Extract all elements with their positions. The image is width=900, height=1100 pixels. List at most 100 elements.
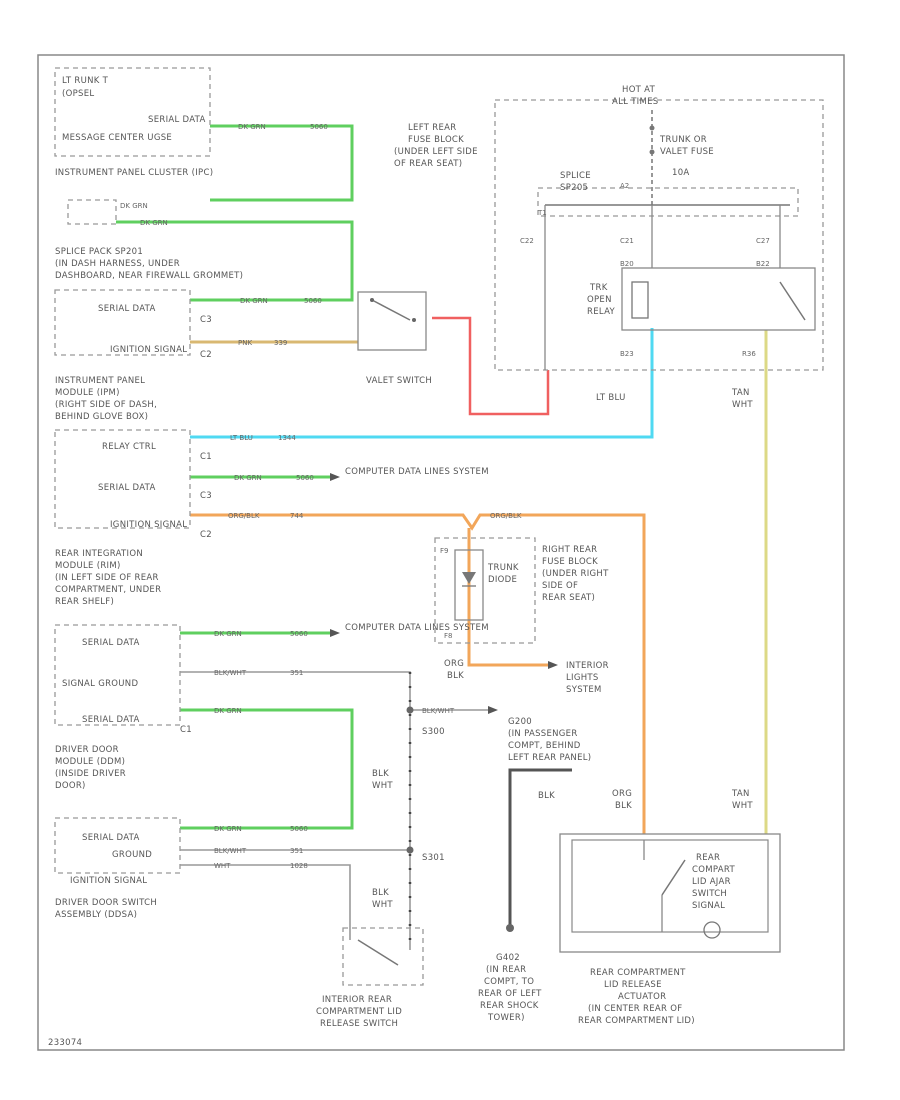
lbl-lr-fuse-1: LEFT REAR xyxy=(408,123,456,133)
wire-wht-1028 xyxy=(180,864,351,940)
wire-pink xyxy=(432,316,550,416)
lbl-lr-fuse-2: FUSE BLOCK xyxy=(408,135,464,145)
lbl-ipm-1: INSTRUMENT PANEL xyxy=(55,376,145,386)
lbl-int-release-3: RELEASE SWITCH xyxy=(320,1019,398,1029)
wl-c1028: 1028 xyxy=(290,862,308,870)
wl-c21: C21 xyxy=(620,237,634,245)
ddm-box xyxy=(54,817,181,874)
splice-pack-box xyxy=(54,289,191,356)
wire-serial-data-2 xyxy=(116,220,354,302)
lbl-actuator-5: REAR COMPARTMENT LID) xyxy=(578,1016,695,1026)
lbl-g402-1: G402 xyxy=(496,953,520,963)
wl-c27: C27 xyxy=(756,237,770,245)
wl-c5060-3: 5060 xyxy=(304,297,322,305)
wl-c5060-4: 5060 xyxy=(296,474,314,482)
lbl-ign-3: IGNITION SIGNAL xyxy=(70,876,147,886)
arrow-computer-data-1 xyxy=(330,473,340,481)
wl-c339: 339 xyxy=(274,339,287,347)
splice-s301 xyxy=(406,846,414,854)
lbl-ajar-2: COMPART xyxy=(692,865,735,875)
lbl-blk-wht-3: BLK xyxy=(372,888,389,898)
lbl-c3b: C3 xyxy=(200,491,212,501)
lbl-computer-data-2: COMPUTER DATA LINES SYSTEM xyxy=(345,623,489,633)
lbl-hot-at: HOT AT xyxy=(622,85,656,95)
lbl-trunk-fuse-3: 10A xyxy=(672,168,690,178)
lbl-tan-wht-1: TAN xyxy=(731,388,750,398)
lbl-ipm-3: (RIGHT SIDE OF DASH, xyxy=(55,400,157,410)
lbl-signal-ground: SIGNAL GROUND xyxy=(62,679,138,689)
lbl-relay-1: TRK xyxy=(589,283,608,293)
wl-dg-2: DK GRN xyxy=(120,202,148,210)
diagram-frame xyxy=(37,54,845,1051)
lbl-serial-1: SERIAL DATA xyxy=(98,304,156,314)
lbl-g200-3: COMPT, BEHIND xyxy=(508,741,581,751)
wl-c351b: 351 xyxy=(290,847,303,855)
lbl-computer-data-1: COMPUTER DATA LINES SYSTEM xyxy=(345,467,489,477)
lbl-rim-1: REAR INTEGRATION xyxy=(55,549,143,559)
lbl-ddm-4: DOOR) xyxy=(55,781,86,791)
lbl-splice-sp-1: SPLICE xyxy=(560,171,591,181)
wl-dg-4: DK GRN xyxy=(240,297,268,305)
lbl-blk-wht-2: WHT xyxy=(372,781,393,791)
lbl-ddm-2: MODULE (DDM) xyxy=(55,757,125,767)
lbl-g402-4: REAR OF LEFT xyxy=(478,989,542,999)
lbl-ddm-1: DRIVER DOOR xyxy=(55,745,119,755)
lbl-g402-3: COMPT, TO xyxy=(484,977,534,987)
wire-g402 xyxy=(508,768,572,925)
lbl-ipm-4: BEHIND GLOVE BOX) xyxy=(55,412,148,422)
lbl-g200-2: (IN PASSENGER xyxy=(508,729,578,739)
lbl-diode-2: DIODE xyxy=(488,575,517,585)
lbl-g200-1: G200 xyxy=(508,717,532,727)
lbl-splice-2: (IN DASH HARNESS, UNDER xyxy=(55,259,180,269)
wire-orange-1 xyxy=(190,513,646,834)
lbl-rr-fuse-2: FUSE BLOCK xyxy=(542,557,598,567)
lbl-org-blk-4: BLK xyxy=(615,801,632,811)
lbl-org-blk-3: ORG xyxy=(612,789,632,799)
lbl-relay-3: RELAY xyxy=(587,307,616,317)
lbl-ajar-3: LID AJAR xyxy=(692,877,731,887)
wl-b22: B22 xyxy=(756,260,770,268)
lbl-c2b: C2 xyxy=(200,530,212,540)
lbl-int-release-2: COMPARTMENT LID xyxy=(316,1007,402,1017)
wl-orgblk-2: ORG/BLK xyxy=(490,512,522,520)
wl-dg-6: DK GRN xyxy=(214,630,242,638)
wire-labels: DK GRN 5060 DK GRN DK GRN DK GRN 5060 PN… xyxy=(120,123,770,870)
wl-r36: R36 xyxy=(742,350,756,358)
lbl-blk-wht-1: BLK xyxy=(372,769,389,779)
lbl-actuator-3: ACTUATOR xyxy=(618,992,666,1002)
lbl-opsel: (OPSEL xyxy=(62,89,94,99)
lbl-ajar-5: SIGNAL xyxy=(692,901,725,911)
wl-blkwht-s: BLK/WHT xyxy=(422,707,455,715)
lbl-ajar-4: SWITCH xyxy=(692,889,727,899)
component-labels: LT RUNK T (OPSEL SERIAL DATA MESSAGE CEN… xyxy=(48,76,753,1048)
lbl-tan-wht-4: WHT xyxy=(732,801,753,811)
lbl-c1b: C1 xyxy=(180,725,192,735)
lbl-actuator-1: REAR COMPARTMENT xyxy=(590,968,686,978)
lbl-int-lights-1: INTERIOR xyxy=(566,661,609,671)
wl-t1: T1 xyxy=(537,209,547,217)
lbl-splice-sp-2: SP205 xyxy=(560,183,588,193)
lbl-ipc: INSTRUMENT PANEL CLUSTER (IPC) xyxy=(55,168,213,178)
lbl-trunk-fuse-1: TRUNK OR xyxy=(659,135,707,145)
valet-switch-box xyxy=(357,291,427,351)
wl-b20: B20 xyxy=(620,260,634,268)
lbl-g402-6: TOWER) xyxy=(487,1013,525,1023)
rim-box xyxy=(54,624,181,726)
wl-c1344: 1344 xyxy=(278,434,296,442)
lbl-ltrunk: LT RUNK T xyxy=(62,76,109,86)
arrow-interior-lights xyxy=(548,661,558,669)
lbl-ddsa-1: DRIVER DOOR SWITCH xyxy=(55,898,157,908)
lbl-fig-id: 233074 xyxy=(48,1038,82,1048)
wl-pnk: PNK xyxy=(238,339,252,347)
lbl-relay-ctrl: RELAY CTRL xyxy=(102,442,156,452)
lbl-g402-5: REAR SHOCK xyxy=(480,1001,539,1011)
trunk-relay-box xyxy=(621,267,816,331)
wl-f8: F8 xyxy=(444,632,452,640)
wl-dg-5: DK GRN xyxy=(234,474,262,482)
lbl-blk: BLK xyxy=(538,791,555,801)
lbl-c1a: C1 xyxy=(200,452,212,462)
wire-serial-data-1 xyxy=(210,124,354,202)
wl-c22: C22 xyxy=(520,237,534,245)
wl-blkwht-1: BLK/WHT xyxy=(214,669,247,677)
